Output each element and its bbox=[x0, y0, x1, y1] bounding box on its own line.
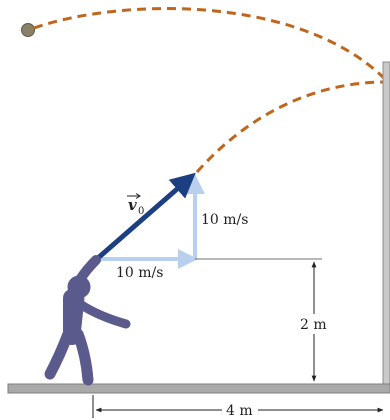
distance-label: 4 m bbox=[226, 403, 253, 419]
incoming-trajectory bbox=[195, 80, 387, 173]
svg-text:v: v bbox=[128, 196, 137, 214]
horizontal-component-label: 10 m/s bbox=[116, 265, 163, 281]
person-figure bbox=[44, 255, 131, 386]
vertical-component-label: 10 m/s bbox=[201, 212, 248, 228]
initial-velocity-arrow bbox=[96, 172, 196, 260]
reflected-trajectory bbox=[33, 7, 388, 82]
v0-label: v 0 bbox=[127, 193, 144, 217]
ball bbox=[21, 23, 35, 37]
wall bbox=[382, 61, 390, 393]
svg-text:0: 0 bbox=[138, 206, 144, 217]
ground bbox=[7, 383, 390, 394]
height-label: 2 m bbox=[300, 317, 327, 333]
